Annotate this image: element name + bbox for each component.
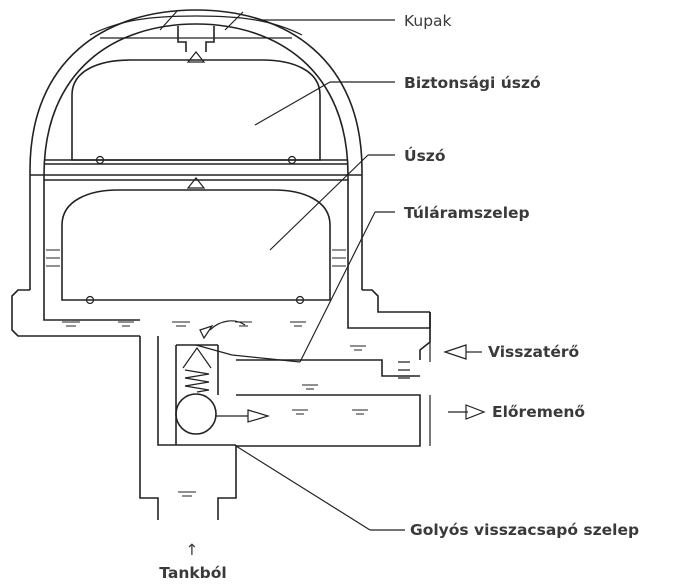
flow-pipe	[236, 361, 431, 447]
leader-lines	[262, 19, 405, 531]
label-from-tank: Tankból	[159, 564, 226, 582]
dome-housing	[29, 9, 363, 290]
safety-float	[44, 59, 348, 165]
label-check-valve: Golyós visszacsapó szelep	[410, 521, 639, 539]
overflow-valve	[176, 211, 376, 393]
label-return: Visszatérő	[488, 343, 579, 361]
return-arrow	[443, 344, 482, 360]
label-safety-float: Biztonsági úszó	[404, 74, 541, 92]
internal-flow-arrows	[199, 320, 271, 423]
flow-arrow	[448, 404, 486, 420]
water-level-body	[62, 321, 368, 497]
label-flow: Előremenő	[492, 403, 585, 421]
water-level-dome	[46, 249, 346, 267]
label-float: Úszó	[404, 146, 445, 165]
separator-plate	[30, 174, 362, 189]
body-housing	[11, 289, 430, 520]
ball-check-valve	[175, 393, 371, 531]
main-float	[61, 154, 369, 305]
label-overflow-valve: Túláramszelep	[404, 204, 530, 222]
label-cap: Kupak	[404, 12, 452, 30]
arrow-up-icon: ↑	[186, 541, 199, 559]
return-pipe	[236, 312, 431, 377]
cap-stem	[177, 26, 215, 63]
